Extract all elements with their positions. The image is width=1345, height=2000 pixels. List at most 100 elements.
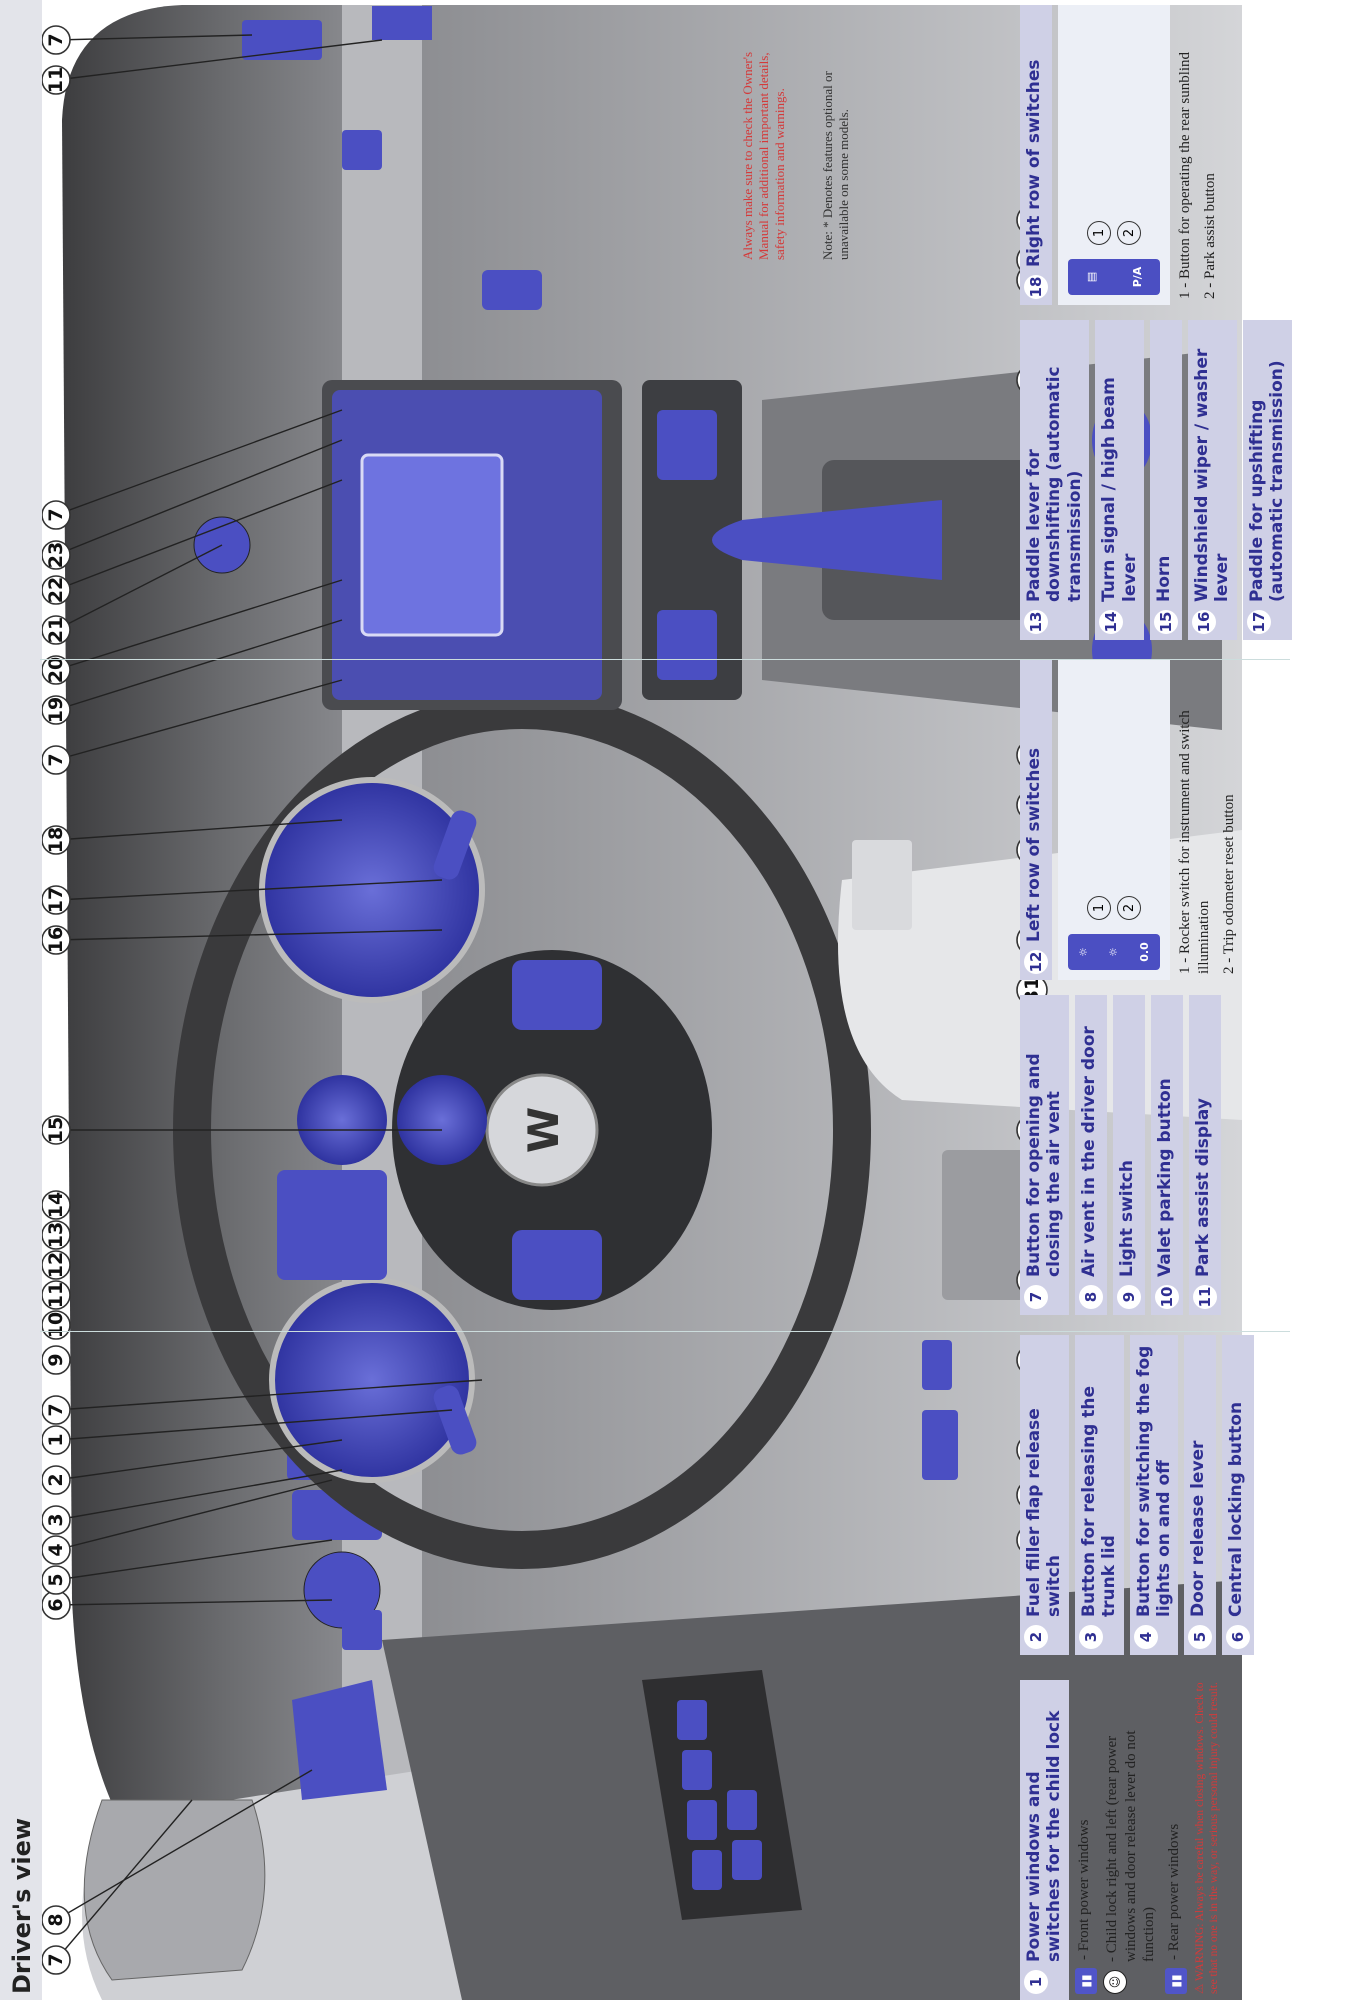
callout-badge-7 xyxy=(42,1945,71,1975)
callout-badge-15 xyxy=(42,1115,71,1145)
legend-row-text: 1 - Rocker switch for instrument and swi… xyxy=(1177,710,1212,974)
switch-label: P/A xyxy=(1130,266,1144,288)
callout-label-10: 10 xyxy=(45,1312,67,1338)
left-switch-graphic: ☼☼0.0 xyxy=(1068,934,1160,970)
legend-badge: 12 xyxy=(1024,950,1048,974)
legend-item-12: 12 Left row of switches ☼☼0.0 1 2 1 - Roc… xyxy=(1020,660,1238,980)
legend-row-text: - Front power windows xyxy=(1075,1819,1092,1960)
callout-label-9: 9 xyxy=(45,1353,67,1366)
callout-label-7: 7 xyxy=(45,508,67,521)
callout-label-14: 14 xyxy=(45,1192,67,1218)
legend-item-1: 1 Power windows and switches for the chi… xyxy=(1020,1680,1222,2000)
callout-badge-22 xyxy=(42,575,71,605)
legend-title: Horn xyxy=(1153,555,1174,602)
side-mirror xyxy=(83,1799,266,1981)
callout-label-7: 7 xyxy=(45,1953,67,1966)
callout-label-22: 22 xyxy=(45,577,67,603)
window-switch-icon: ▮▮ xyxy=(1074,1968,1097,1994)
marker-1: 1 xyxy=(1087,896,1111,920)
owner-manual-note: Always make sure to check the Owner's Ma… xyxy=(740,51,787,260)
right-switch-graphic: ▤P/A xyxy=(1068,259,1160,295)
callout-label-13: 13 xyxy=(45,1222,67,1248)
callout-lines-top xyxy=(55,34,483,1961)
legend-title: Button for opening and closing the air v… xyxy=(1024,1053,1065,1277)
callout-badge-9 xyxy=(42,1345,71,1375)
callout-badges-top: 7865432179101112131415161718719202122237… xyxy=(42,25,71,1975)
legend-badge: 16 xyxy=(1191,610,1216,634)
glovebox-button xyxy=(482,270,542,310)
callout-label-4: 4 xyxy=(45,1543,67,1556)
legend-title: Fuel filler flap release switch xyxy=(1024,1408,1065,1617)
legend-title: Door release lever xyxy=(1188,1440,1209,1617)
legend-title: Power windows and switches for the child… xyxy=(1024,1710,1065,1962)
door-release-lever-graphic xyxy=(292,1680,387,1800)
speedometer xyxy=(259,777,485,1003)
legend-badge: 4 xyxy=(1133,1625,1158,1649)
callout-badge-7 xyxy=(42,745,71,775)
callout-badge-13 xyxy=(42,1220,71,1250)
legend-badge: 3 xyxy=(1078,1625,1103,1649)
callout-label-21: 21 xyxy=(45,617,67,643)
callout-label-19: 19 xyxy=(45,697,67,723)
legend-badge: 18 xyxy=(1024,275,1048,299)
legend-badge: 2 xyxy=(1024,1625,1048,1649)
callout-badge-5 xyxy=(42,1565,71,1595)
wheel-left-buttons xyxy=(512,1230,602,1300)
callout-badge-11 xyxy=(42,65,71,95)
right-vent-button xyxy=(242,20,322,60)
legend-title: Left row of switches xyxy=(1024,747,1044,942)
legend-row-text: 1 - Button for operating the rear sunbli… xyxy=(1177,51,1193,299)
callout-badge-16 xyxy=(42,925,71,955)
callout-label-18: 18 xyxy=(45,827,67,853)
page-title: Driver's view xyxy=(8,1817,36,1994)
legend-badge: 13 xyxy=(1024,610,1048,634)
legend-badge: 14 xyxy=(1099,610,1124,634)
legend-title: Park assist display xyxy=(1192,1098,1213,1277)
fold-line-1 xyxy=(40,1331,1290,1332)
callout-label-16: 16 xyxy=(45,927,67,953)
legend-title: Light switch xyxy=(1116,1160,1137,1277)
nav-screen xyxy=(360,453,504,637)
legend-row-text: 2 - Park assist button xyxy=(1201,173,1218,299)
switch-label: 0.0 xyxy=(1138,942,1152,962)
legend-title: Button for switching the fog lights on a… xyxy=(1133,1345,1174,1617)
callout-badge-4 xyxy=(42,1535,71,1565)
marker-2: 2 xyxy=(1117,221,1141,245)
right-switch-illustration: ▤P/A 1 2 xyxy=(1058,5,1170,305)
callout-label-12: 12 xyxy=(45,1252,67,1278)
callout-badge-14 xyxy=(42,1190,71,1220)
callout-label-7: 7 xyxy=(45,753,67,766)
callout-label-7: 7 xyxy=(45,33,67,46)
callout-label-8: 8 xyxy=(45,1913,67,1926)
callout-label-15: 15 xyxy=(45,1117,67,1143)
legend-title: Turn signal / high beam lever xyxy=(1099,377,1140,602)
callout-label-5: 5 xyxy=(45,1573,67,1586)
callout-badge-8 xyxy=(42,1905,71,1935)
legend-badge: 15 xyxy=(1153,610,1178,634)
cluster-display xyxy=(277,1170,387,1280)
callout-badge-20 xyxy=(42,655,71,685)
wheel-right-buttons xyxy=(512,960,602,1030)
callout-badge-18 xyxy=(42,825,71,855)
small-gauge-2 xyxy=(397,1075,487,1165)
legend-col-2: 2 Fuel filler flap release switch 3 Button… xyxy=(1020,1335,1260,1655)
callout-badge-23 xyxy=(42,540,71,570)
marker-1: 1 xyxy=(1087,221,1111,245)
callout-label-6: 6 xyxy=(45,1598,67,1611)
legend-title: Paddle for upshifting (automatic transmi… xyxy=(1246,360,1288,602)
tachometer xyxy=(269,1277,475,1483)
vw-logo-graphic xyxy=(485,1073,599,1187)
optional-features-note: Note: * Denotes features optional or una… xyxy=(820,71,851,260)
callout-badge-11 xyxy=(42,1280,71,1310)
legend-row-text: 2 - Trip odometer reset button xyxy=(1220,794,1237,974)
callout-badge-1 xyxy=(42,1425,71,1455)
callout-label-2: 2 xyxy=(45,1473,67,1486)
marker-2: 2 xyxy=(1117,896,1141,920)
page-header-bar: Driver's view xyxy=(0,0,42,2000)
callout-badge-2 xyxy=(42,1465,71,1495)
callout-badge-19 xyxy=(42,695,71,725)
legend-badge: 6 xyxy=(1226,1625,1251,1649)
